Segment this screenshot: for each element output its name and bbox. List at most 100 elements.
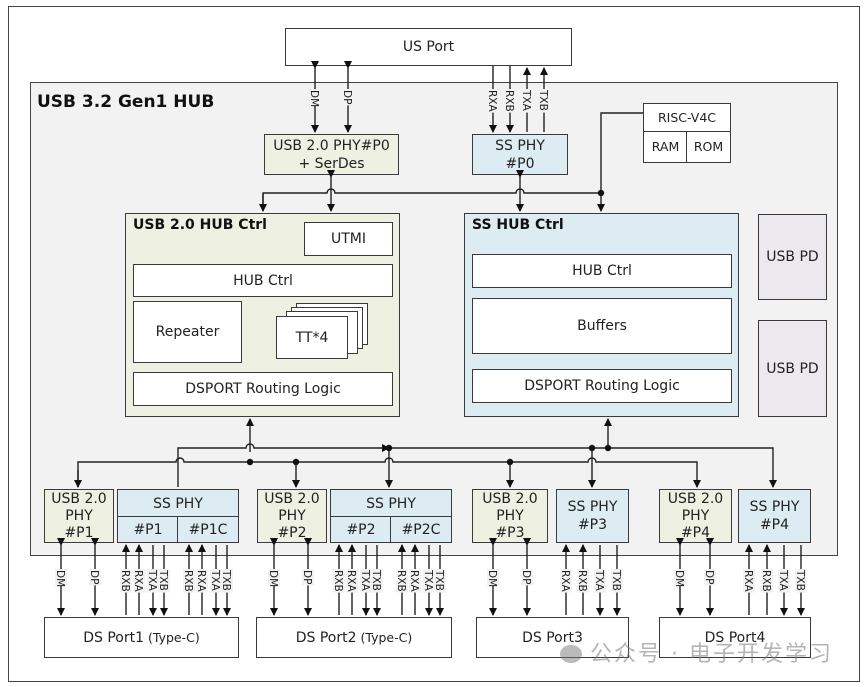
ss-phy-p2-title: SS PHY	[366, 495, 416, 512]
usb2-phy-p4-l3: #P4	[680, 524, 711, 541]
ds-port-3-name: DS Port3	[522, 629, 583, 646]
junction-dot	[604, 444, 612, 452]
risc-ram-label: RAM	[651, 139, 680, 154]
signal-label: DM	[54, 570, 66, 587]
ss-hub-ctrl-label: HUB Ctrl	[572, 263, 632, 279]
ss-phy-p4: SS PHY #P4	[738, 489, 811, 543]
usb2-phy-p4: USB 2.0 PHY #P4	[659, 489, 732, 543]
signal-label: TXA	[520, 89, 532, 112]
signal-label: DM	[267, 570, 279, 587]
usb2-phy-p4-l1: USB 2.0	[667, 490, 724, 507]
usb2-hub-ctrl-title: USB 2.0 HUB Ctrl	[133, 217, 267, 233]
usb2-phy-p2-l2: PHY	[278, 507, 306, 524]
ss-phy-p2-lane: #P2	[330, 516, 392, 543]
signal-label: RXB	[760, 570, 772, 592]
signal-label: RXA	[742, 570, 754, 592]
ds-port-1-name: DS Port1	[83, 629, 145, 646]
signal-label: DM	[308, 90, 320, 107]
signal-label: DM	[486, 570, 498, 587]
buffers-label: Buffers	[577, 318, 627, 334]
ss-routing-label: DSPORT Routing Logic	[524, 378, 680, 394]
control-bus	[262, 188, 601, 211]
risc-rom: ROM	[686, 131, 731, 163]
ds-port-1: DS Port1 (Type-C)	[44, 617, 239, 658]
usb2-phy-p2-l1: USB 2.0	[264, 490, 320, 507]
usb2-phy-p3-l3: #P3	[495, 524, 525, 541]
usb2-phy-p1-l2: PHY	[65, 507, 93, 524]
ss-phy-p1-title: SS PHY	[153, 495, 203, 512]
signal-label: RXB	[395, 570, 407, 592]
usb2-phy-p3-l1: USB 2.0	[482, 490, 538, 507]
ss-phy-p2-header: SS PHY	[330, 489, 452, 518]
usb2-routing-logic: DSPORT Routing Logic	[133, 372, 393, 406]
ss-phy-p0-line1: SS PHY	[495, 137, 545, 154]
ss-phy-p1c-lane-label: #P1C	[188, 521, 228, 538]
signal-label: RXB	[182, 570, 194, 592]
ss-phy-p0: SS PHY #P0	[472, 134, 568, 175]
ss-phy-p2-lane-label: #P2	[346, 521, 376, 538]
ss-phy-p2c-lane: #P2C	[390, 516, 452, 543]
usb-pd-2-label: USB PD	[766, 360, 819, 377]
repeater: Repeater	[133, 301, 242, 363]
signal-label: RXA	[486, 90, 498, 112]
signal-label: TXB	[220, 569, 232, 591]
ss-phy-p4-l2: #P4	[759, 517, 790, 533]
usb2-phy-p4-l2: PHY	[681, 507, 710, 524]
signal-label: DP	[703, 570, 715, 584]
us-port: US Port	[285, 28, 572, 66]
usb2-phy-p1: USB 2.0 PHY #P1	[44, 489, 114, 543]
tt-block: TT*4	[276, 316, 348, 359]
junction-dot	[597, 189, 605, 197]
ss-hub-ctrl-block: HUB Ctrl	[472, 254, 732, 288]
usb-pd-1-label: USB PD	[766, 249, 819, 265]
signal-label: RXB	[119, 570, 131, 592]
risc-cpu: RISC-V4C	[643, 103, 731, 133]
usb2-phy-p3-l2: PHY	[496, 507, 524, 524]
ss-routing-logic: DSPORT Routing Logic	[472, 369, 732, 403]
ss-phy-p1c-lane: #P1C	[177, 516, 239, 543]
usb2-phy-p2-l3: #P2	[277, 524, 307, 541]
signal-label: TXA	[146, 569, 158, 592]
ss-phy-p3-l1: SS PHY	[567, 499, 618, 515]
signal-label: TXA	[422, 569, 434, 592]
junction-dot	[506, 458, 514, 466]
usb2-to-p4	[510, 457, 701, 488]
ss-phy-p4-l1: SS PHY	[749, 499, 800, 515]
junction-dot	[246, 458, 254, 466]
ds-port-3: DS Port3	[476, 617, 629, 658]
signal-label: TXA	[359, 569, 371, 592]
ss-hub-ctrl-title: SS HUB Ctrl	[472, 217, 564, 233]
signal-label: RXA	[559, 570, 571, 592]
risc-bus	[600, 112, 643, 193]
us-port-label: US Port	[402, 39, 455, 55]
usb2-phy-p1-l3: #P1	[64, 524, 94, 541]
signal-label: TXB	[370, 569, 382, 591]
usb2-routing-label: DSPORT Routing Logic	[185, 381, 341, 397]
signal-label: RXB	[332, 570, 344, 592]
signal-label: TXB	[537, 89, 549, 111]
ss-phy-p1-lane-label: #P1	[133, 521, 163, 538]
ds-port-2-suffix: (Type-C)	[360, 629, 413, 645]
junction-dot	[292, 458, 300, 466]
tt-label: TT*4	[295, 329, 329, 346]
usb2-phy-p0-line2: + SerDes	[298, 155, 365, 172]
usb2-to-p3	[296, 457, 514, 488]
risc-cpu-label: RISC-V4C	[657, 110, 717, 125]
signal-label: RXA	[195, 570, 207, 592]
usb2-utmi: UTMI	[304, 222, 393, 256]
signal-label: RXB	[503, 90, 515, 112]
signal-label: TXB	[610, 569, 622, 591]
ds-port-1-suffix: (Type-C)	[148, 629, 200, 645]
usb2-hub-ctrl-label: HUB Ctrl	[233, 272, 293, 289]
signal-label: DP	[88, 570, 100, 584]
ss-phy-p3: SS PHY #P3	[556, 489, 629, 543]
signal-label: TXB	[157, 569, 169, 591]
wechat-icon	[560, 645, 582, 663]
repeater-label: Repeater	[155, 324, 220, 340]
signal-label: DP	[301, 570, 313, 584]
signal-label: RXA	[345, 570, 357, 592]
usb2-phy-p3: USB 2.0 PHY #P3	[472, 489, 548, 543]
watermark: 公众号 · 电子开发学习	[560, 636, 833, 668]
junction-dot	[588, 444, 596, 452]
